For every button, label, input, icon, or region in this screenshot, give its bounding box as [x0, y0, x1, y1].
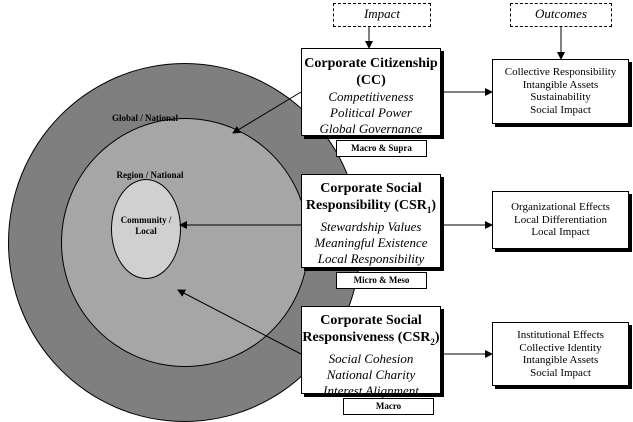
csr2-outcome: Collective Identity: [519, 341, 602, 354]
csr1-item: Stewardship Values: [320, 218, 422, 234]
cc-title-line2: (CC): [356, 73, 386, 88]
csr1-item: Meaningful Existence: [314, 234, 428, 250]
csr1-outcome: Local Differentiation: [514, 213, 607, 226]
csr2-title-line1: Corporate Social: [320, 313, 422, 328]
cc-outcomes-box: Collective Responsibility Intangible Ass…: [492, 59, 629, 124]
csr1-outcome: Local Impact: [531, 226, 590, 238]
community-label-line1: Community /: [120, 215, 172, 225]
community-local-label: Community / Local: [111, 215, 181, 237]
csr2-item: Social Cohesion: [328, 350, 414, 366]
csr2-outcome: Social Impact: [530, 366, 591, 379]
cc-box: Corporate Citizenship (CC) Competitivene…: [301, 48, 441, 136]
region-national-circle: [61, 118, 309, 367]
csr2-outcomes-box: Institutional Effects Collective Identit…: [492, 322, 629, 386]
csr2-item: Interest Alignment: [323, 382, 419, 398]
csr2-to-region-arrow: [177, 289, 302, 355]
csr2-outcome: Institutional Effects: [517, 329, 604, 341]
cc-item: Political Power: [330, 105, 412, 120]
community-label-line2: Local: [135, 226, 157, 236]
cc-outcome: Sustainability: [530, 91, 591, 103]
cc-outcome: Collective Responsibility: [504, 66, 617, 78]
csr2-item: National Charity: [326, 366, 416, 382]
csr1-item: Local Responsibility: [317, 250, 425, 266]
cc-outcome: Intangible Assets: [522, 78, 599, 91]
csr1-title-line1: Corporate Social: [320, 181, 422, 196]
global-national-label: Global / National: [111, 113, 178, 123]
community-local-circle: [111, 179, 181, 279]
csr2-scope-tag: Macro: [343, 398, 434, 415]
cc-title-line1: Corporate Citizenship: [304, 56, 438, 71]
cc-scope-tag: Macro & Supra: [336, 140, 427, 157]
csr1-outcomes-box: Organizational Effects Local Differentia…: [492, 191, 629, 249]
csr1-box: Corporate Social Responsibility (CSR1) S…: [301, 174, 441, 268]
impact-header: Impact: [333, 3, 431, 27]
csr2-title-line2: Responsiveness (CSR2): [302, 330, 440, 347]
cc-to-global-arrow: [232, 91, 302, 134]
csr1-outcome: Organizational Effects: [511, 201, 610, 213]
csr1-title-line2: Responsibility (CSR1): [305, 198, 437, 215]
csr2-box: Corporate Social Responsiveness (CSR2) S…: [301, 306, 441, 398]
cc-outcome: Social Impact: [530, 103, 591, 116]
outcomes-header: Outcomes: [510, 3, 612, 27]
csr2-outcome: Intangible Assets: [522, 354, 599, 366]
region-national-label: Region / National: [116, 170, 184, 180]
csr1-scope-tag: Micro & Meso: [336, 272, 427, 289]
cc-item: Competitiveness: [328, 89, 414, 104]
cc-item: Global Governance: [319, 121, 423, 136]
